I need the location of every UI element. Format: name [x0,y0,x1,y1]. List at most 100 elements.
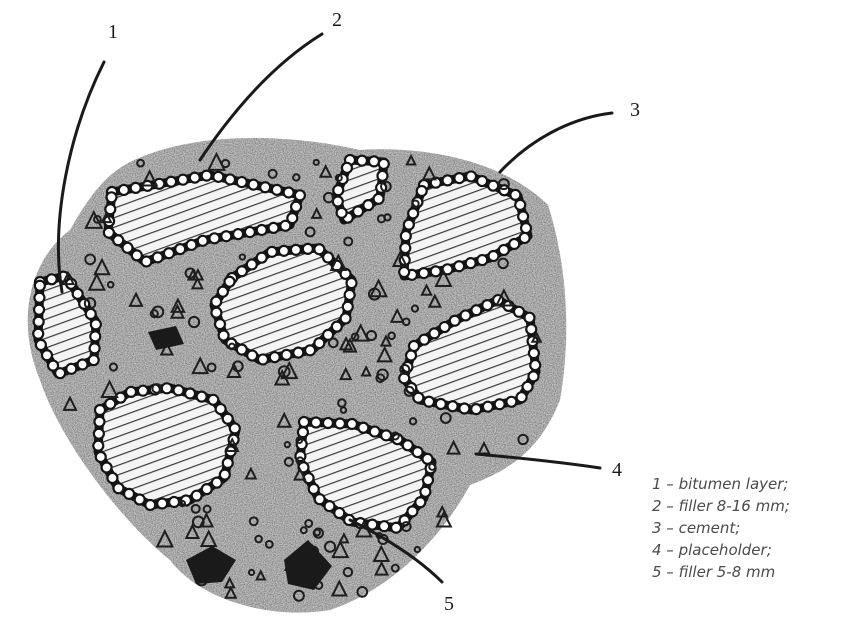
coating-bead [104,228,114,238]
coating-bead [247,259,257,269]
coating-bead [381,430,391,440]
coating-bead [510,190,520,200]
coating-bead [342,163,352,173]
coating-bead [34,293,44,303]
coating-bead [401,231,411,241]
coating-bead [35,281,45,291]
callout-label-2: 2 [332,9,342,31]
coating-bead [219,331,229,341]
coating-bead [66,364,76,374]
legend-item: 1 – bitumen layer; [652,473,864,495]
coating-bead [343,302,353,312]
coating-bead [353,206,363,216]
coating-bead [471,404,481,414]
coating-bead [482,300,492,310]
coating-bead [332,322,342,332]
coating-bead [126,387,136,397]
coating-bead [443,175,453,185]
coating-bead [370,427,380,437]
coating-bead [358,423,368,433]
coating-bead [218,287,228,297]
coating-bead [347,419,357,429]
coating-bead [506,397,516,407]
coating-bead [279,246,289,256]
coating-bead [211,308,221,318]
coating-bead [299,417,309,427]
coating-bead [90,331,100,341]
coating-bead [36,340,46,350]
coating-bead [347,278,357,288]
coating-bead [135,495,145,505]
coating-bead [270,352,280,362]
coating-bead [42,350,52,360]
coating-bead [105,399,115,409]
coating-bead [515,200,525,210]
coating-bead [403,440,413,450]
coating-bead [305,345,315,355]
coating-bead [86,309,96,319]
coating-bead [529,371,539,381]
leader-line-3 [500,113,612,172]
coating-bead [212,478,222,488]
coating-bead [408,208,418,218]
coating-bead [419,335,429,345]
coating-bead [406,350,416,360]
callout-label-5: 5 [444,593,454,615]
coating-bead [530,360,540,370]
coating-bead [311,417,321,427]
coating-bead [237,177,247,187]
coating-bead [404,220,414,230]
coating-bead [145,500,155,510]
coating-bead [34,305,44,315]
coating-bead [377,171,387,181]
coating-bead [225,277,235,287]
coating-bead [488,251,498,261]
coating-bead [202,171,212,181]
coating-bead [107,473,117,483]
coating-bead [333,185,343,195]
coating-bead [282,350,292,360]
coating-bead [293,348,303,358]
coating-bead [208,395,218,405]
coating-bead [309,484,319,494]
coating-bead [215,319,225,329]
coating-bead [461,310,471,320]
callout-label-1: 1 [108,21,118,43]
coating-bead [73,289,83,299]
coating-bead [230,423,240,433]
coating-bead [454,261,464,271]
coating-bead [272,185,282,195]
coating-bead [413,393,423,403]
coating-bead [407,506,417,516]
coating-bead [454,173,464,183]
legend-item: 5 – filler 5-8 mm [652,561,864,583]
coating-bead [166,177,176,187]
coating-bead [267,247,277,257]
coating-bead [162,383,172,393]
coating-bead [131,183,141,193]
coating-bead [91,319,101,329]
coating-bead [96,452,106,462]
coating-bead [448,401,458,411]
coating-bead [323,252,333,262]
coating-bead [466,258,476,268]
coating-bead [345,290,355,300]
coating-bead [521,223,531,233]
coating-bead [466,171,476,181]
coating-bead [315,494,325,504]
callout-label-3: 3 [630,99,640,121]
coating-bead [202,484,212,494]
coating-bead [477,176,487,186]
coating-bead [248,180,258,190]
legend-item: 2 – filler 8-16 mm; [652,495,864,517]
coating-bead [415,497,425,507]
coating-bead [369,156,379,166]
coating-bead [374,194,384,204]
coating-bead [341,313,351,323]
coating-bead [523,382,533,392]
coating-bead [526,324,536,334]
coating-bead [291,202,301,212]
coating-bead [477,255,487,265]
coating-bead [420,487,430,497]
coating-bead [257,253,267,263]
